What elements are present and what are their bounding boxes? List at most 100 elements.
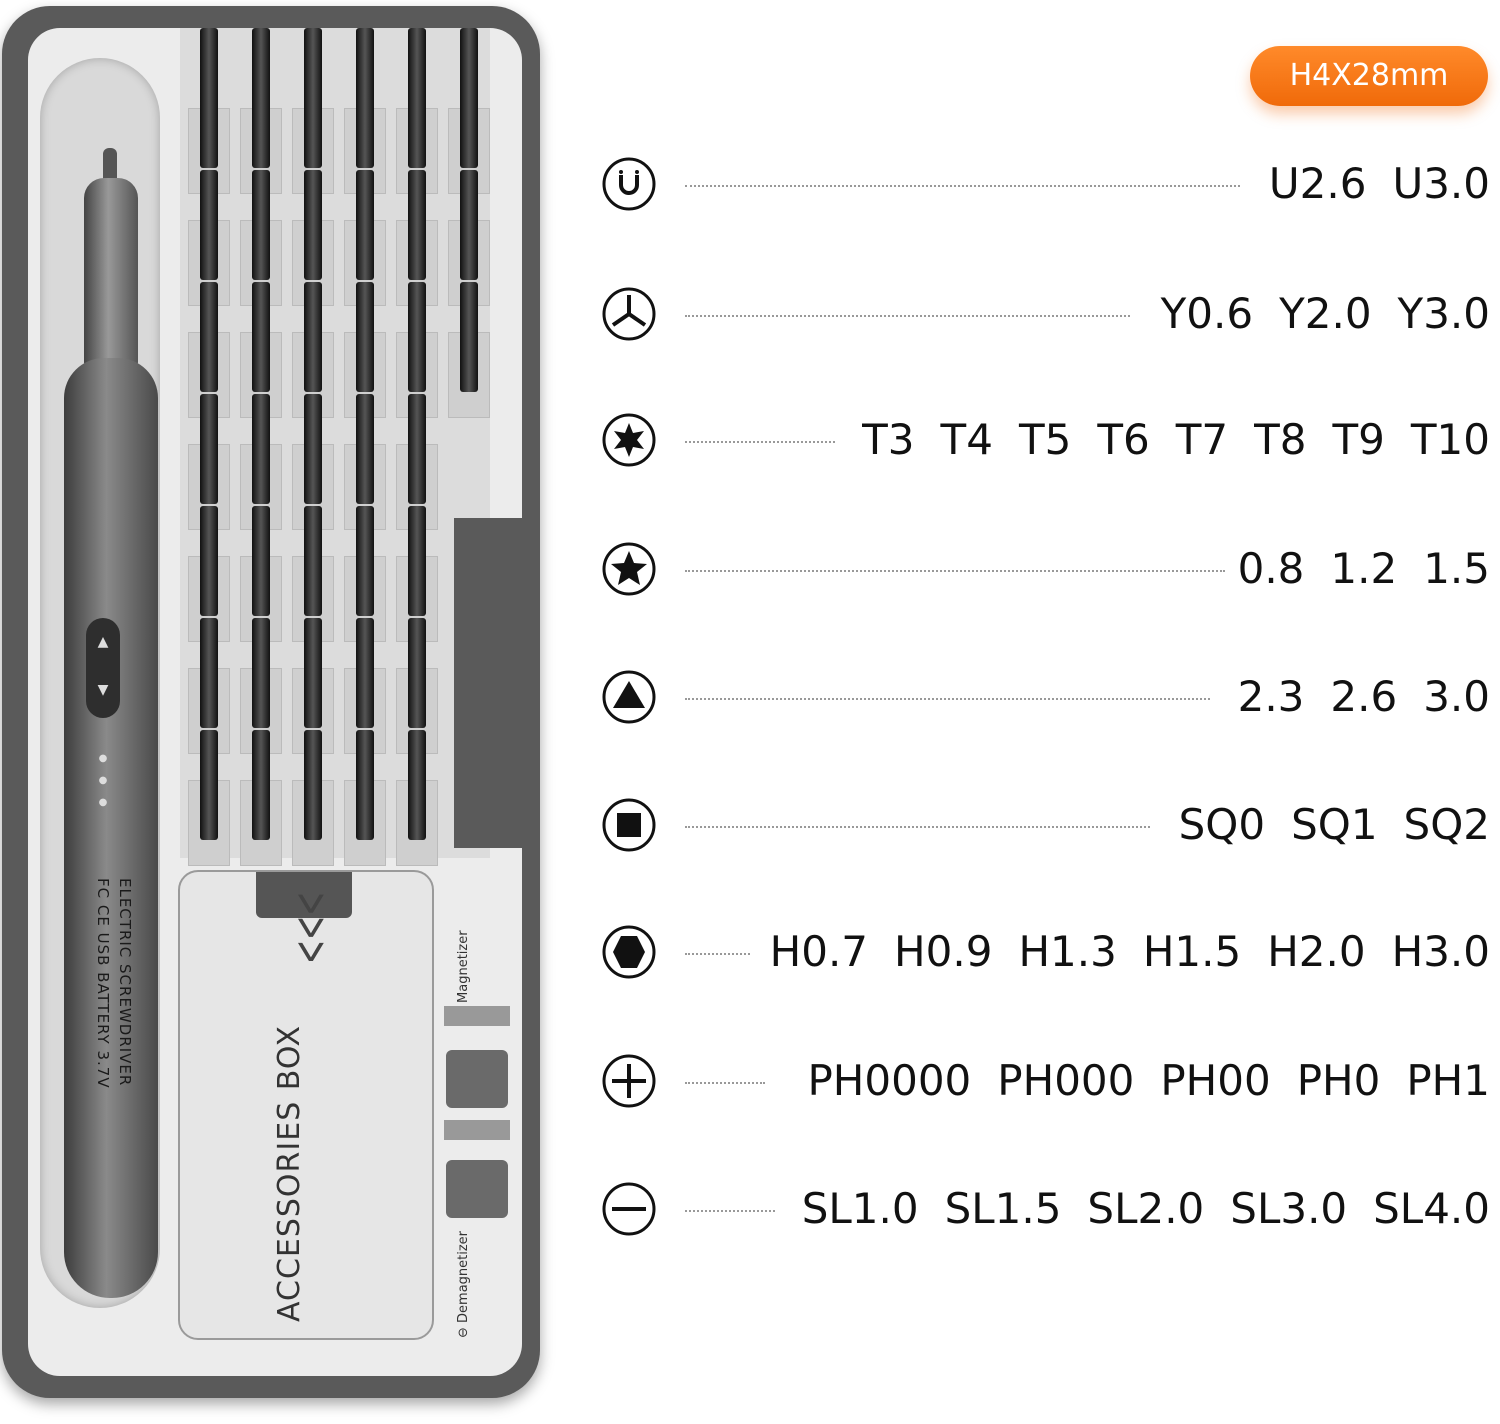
screwdriver-bit — [252, 730, 270, 840]
bit-size-label: PH0000 — [807, 1056, 972, 1105]
bit-size-label: SL1.5 — [944, 1184, 1062, 1233]
direction-switch: ▲▼ — [86, 618, 120, 718]
triangle-icon — [602, 670, 656, 724]
bit-size-label: Y0.6 — [1160, 289, 1254, 338]
screwdriver-bit — [252, 170, 270, 280]
case-tray: ▲▼ ●●● ELECTRIC SCREWDRIVER FC CE USB BA… — [28, 28, 522, 1376]
screwdriver-bit — [252, 618, 270, 728]
bit-size-label: PH1 — [1406, 1056, 1490, 1105]
electric-screwdriver — [64, 358, 158, 1298]
screwdriver-bit — [200, 282, 218, 392]
screwdriver-bit — [252, 506, 270, 616]
accessories-box-latch — [256, 872, 352, 918]
screwdriver-bit — [252, 282, 270, 392]
screwdriver-bit — [356, 506, 374, 616]
driver-label: ELECTRIC SCREWDRIVER FC CE USB BATTERY 3… — [92, 878, 136, 1089]
screwdriver-bit — [200, 28, 218, 168]
screwdriver-bit — [200, 730, 218, 840]
dotted-leader — [685, 1210, 775, 1212]
screwdriver-bit — [252, 28, 270, 168]
bit-size-label: Y2.0 — [1279, 289, 1372, 338]
demagnetizer-label: ⊖ Demagnetizer — [456, 1230, 471, 1338]
bit-size-label: T4 — [940, 415, 993, 464]
driver-slot: ▲▼ ●●● ELECTRIC SCREWDRIVER FC CE USB BA… — [40, 58, 160, 1308]
bit-size-label: H0.7 — [769, 927, 869, 976]
bit-size-label: T5 — [1018, 415, 1072, 464]
bit-size-label: H3.0 — [1391, 927, 1490, 976]
bit-sizes: H0.7 H0.9 H1.3 H1.5 H2.0 H3.0 — [744, 927, 1490, 976]
bit-size-label: SQ1 — [1291, 800, 1378, 849]
bit-size-label: 1.2 — [1330, 544, 1398, 593]
bit-size-label: H0.9 — [894, 927, 993, 976]
bit-size-label: 1.5 — [1423, 544, 1490, 593]
screwdriver-bit — [408, 618, 426, 728]
bit-size-badge: H4X28mm — [1250, 46, 1488, 106]
screwdriver-bit — [304, 730, 322, 840]
bit-size-label: SL1.0 — [801, 1184, 919, 1233]
magnetizer-bar — [444, 1006, 510, 1026]
phillips-icon — [602, 1054, 656, 1108]
dotted-leader — [685, 826, 1150, 828]
bit-size-label: T9 — [1332, 415, 1385, 464]
screwdriver-bit — [356, 28, 374, 168]
screwdriver-bit — [460, 282, 478, 392]
bit-size-label: SL3.0 — [1230, 1184, 1348, 1233]
bit-size-label: T6 — [1097, 415, 1150, 464]
slotted-icon — [602, 1182, 656, 1236]
screwdriver-bit — [408, 394, 426, 504]
bit-size-label: U2.6 — [1268, 159, 1367, 208]
screwdriver-bit — [304, 394, 322, 504]
bit-size-label: H1.3 — [1018, 927, 1117, 976]
driver-label-line2: FC CE USB BATTERY 3.7V — [94, 878, 112, 1089]
pentalobe-icon — [602, 542, 656, 596]
bit-size-label: 3.0 — [1423, 672, 1490, 721]
bit-size-label: SQ2 — [1403, 800, 1490, 849]
screwdriver-bit — [408, 28, 426, 168]
screwdriver-bit — [460, 28, 478, 168]
dotted-leader — [685, 570, 1225, 572]
screwdriver-bit — [356, 394, 374, 504]
accessories-box-label: ACCESSORIES BOX — [272, 1024, 307, 1322]
screwdriver-bit — [304, 28, 322, 168]
bit-size-label: T8 — [1254, 415, 1307, 464]
screwdriver-bit — [408, 282, 426, 392]
magnetizer-label: ⊕ Magnetizer — [456, 930, 471, 1018]
dotted-leader — [685, 185, 1240, 187]
magnetizer-slot — [446, 1050, 508, 1108]
screwdriver-bit — [304, 282, 322, 392]
hex-icon — [602, 925, 656, 979]
driver-label-line1: ELECTRIC SCREWDRIVER — [116, 878, 134, 1087]
screwdriver-bit — [200, 506, 218, 616]
square-icon — [602, 798, 656, 852]
screwdriver-bit — [356, 170, 374, 280]
bit-size-label: 2.6 — [1330, 672, 1398, 721]
bit-size-label: T3 — [862, 415, 915, 464]
screwdriver-bit — [460, 170, 478, 280]
screwdriver-bit — [304, 618, 322, 728]
screwdriver-bit — [200, 170, 218, 280]
accessories-box: <<< ACCESSORIES BOX — [178, 870, 434, 1340]
bit-size-label: SL4.0 — [1373, 1184, 1490, 1233]
dotted-leader — [685, 441, 835, 443]
bit-grid — [180, 28, 490, 866]
screwdriver-bit — [356, 618, 374, 728]
bit-size-label: H2.0 — [1267, 927, 1366, 976]
u-shape-icon — [602, 157, 656, 211]
torx-icon — [602, 413, 656, 467]
bit-size-label: T7 — [1175, 415, 1229, 464]
bit-size-label: H1.5 — [1142, 927, 1242, 976]
dotted-leader — [685, 698, 1210, 700]
screwdriver-case: ▲▼ ●●● ELECTRIC SCREWDRIVER FC CE USB BA… — [2, 6, 540, 1398]
